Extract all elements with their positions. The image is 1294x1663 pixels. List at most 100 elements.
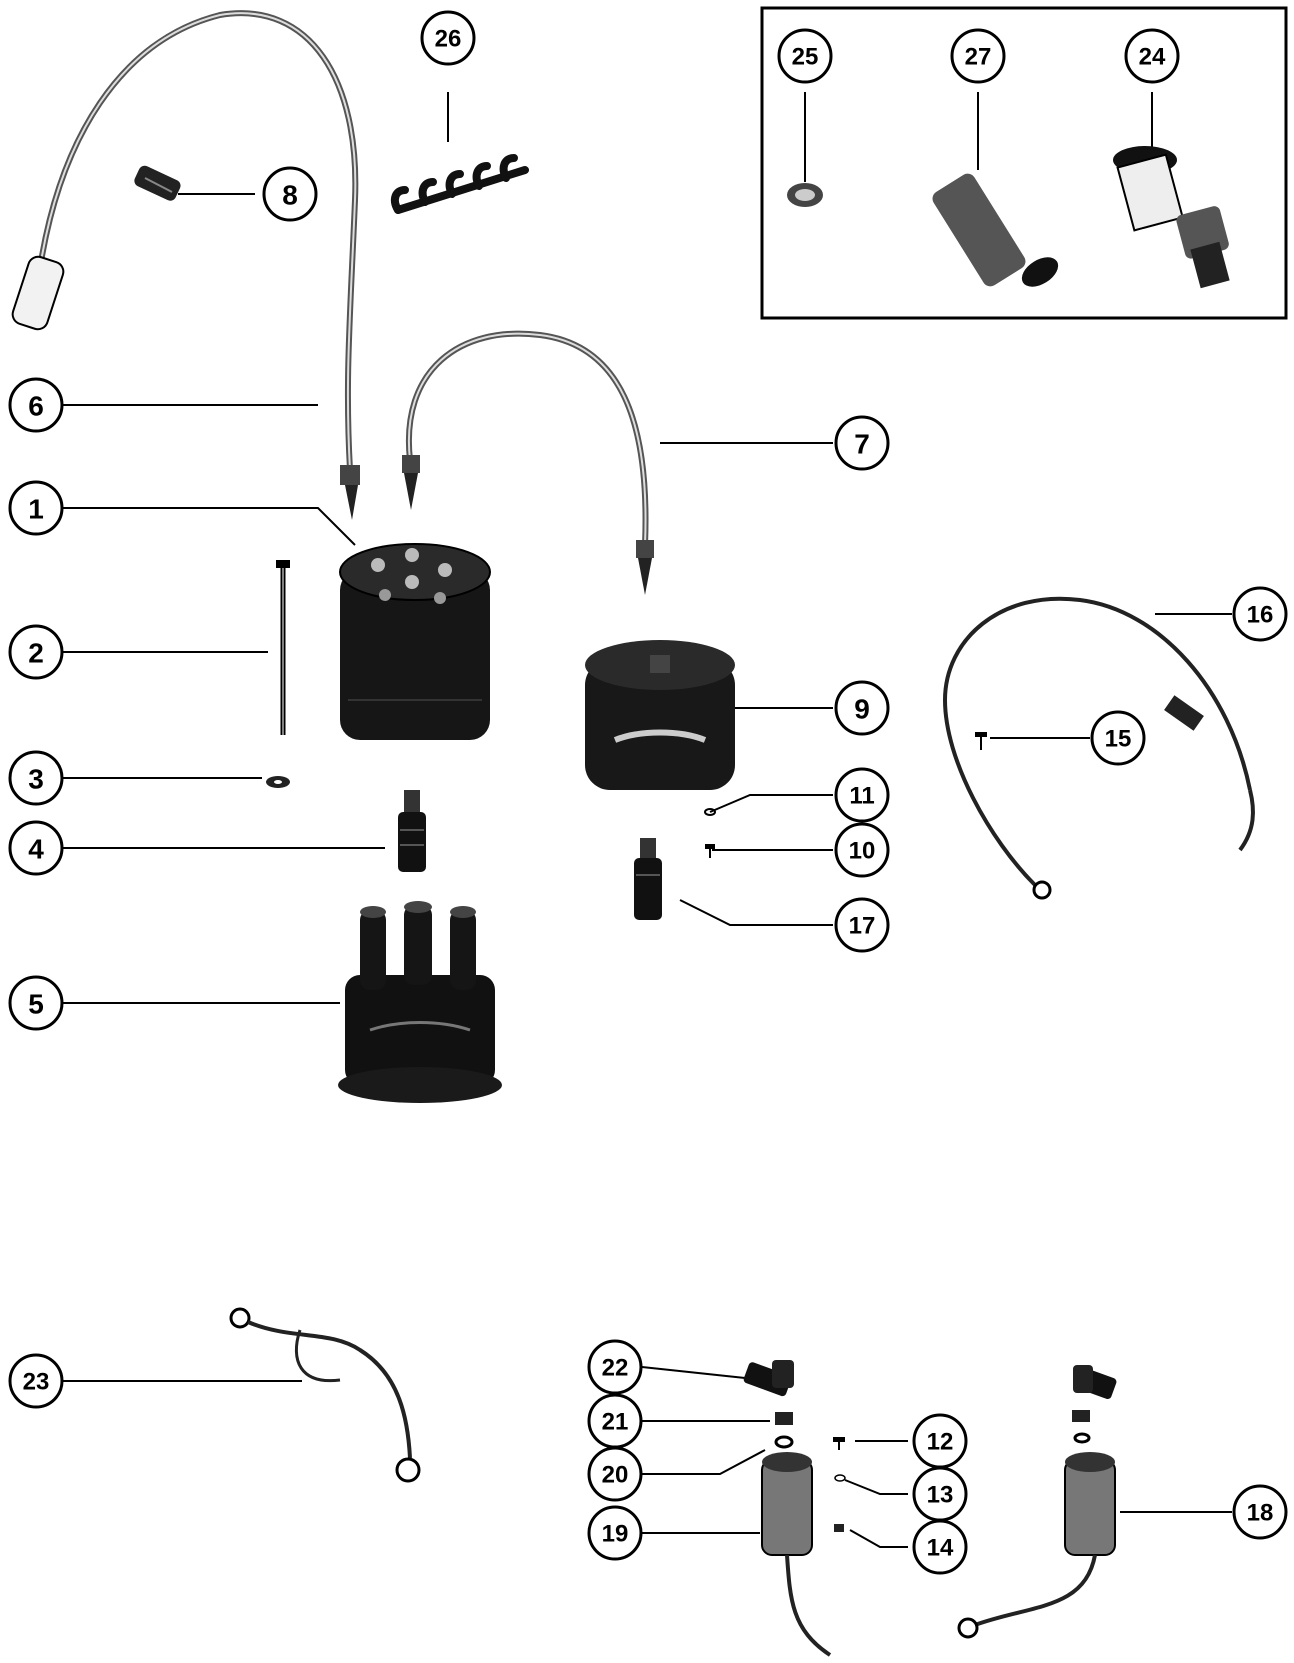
callout-label: 27 xyxy=(965,44,992,71)
condenser-nut xyxy=(834,1524,844,1532)
coil-cover xyxy=(585,640,735,790)
callout-4: 4 xyxy=(8,820,64,876)
callout-circle xyxy=(834,415,890,471)
callout-label: 8 xyxy=(282,180,298,211)
condenser-right xyxy=(957,1365,1117,1639)
callout-circle xyxy=(587,1339,643,1395)
callout-circle xyxy=(834,767,890,823)
terminal-boot xyxy=(398,790,426,872)
condenser-screw xyxy=(833,1437,845,1450)
leader-lines xyxy=(62,92,1232,1548)
callout-circle xyxy=(8,750,64,806)
callout-25: 25 xyxy=(777,28,833,84)
callout-label: 14 xyxy=(927,1535,954,1562)
callout-circle xyxy=(8,975,64,1031)
callout-label: 24 xyxy=(1139,44,1166,71)
small-screw xyxy=(705,844,715,858)
callout-13: 13 xyxy=(912,1466,968,1522)
callout-2: 2 xyxy=(8,624,64,680)
callout-12: 12 xyxy=(912,1413,968,1469)
ground-screw xyxy=(975,732,987,750)
resistor xyxy=(932,173,1059,287)
callout-circle xyxy=(420,10,476,66)
callout-label: 7 xyxy=(854,429,870,460)
lock-washer-left xyxy=(774,1435,794,1449)
callout-circle xyxy=(834,680,890,736)
ground-wire xyxy=(229,1307,421,1483)
high-tension-lead-short xyxy=(402,330,654,595)
callout-label: 26 xyxy=(435,26,462,53)
callout-circle xyxy=(262,166,318,222)
callout-circle xyxy=(587,1393,643,1449)
callout-circle xyxy=(8,377,64,433)
condenser-terminal-left xyxy=(743,1360,794,1397)
callout-7: 7 xyxy=(834,415,890,471)
callout-label: 18 xyxy=(1247,1500,1274,1527)
callout-label: 4 xyxy=(28,834,44,865)
callout-circle xyxy=(8,820,64,876)
callout-label: 6 xyxy=(28,391,44,422)
callout-16: 16 xyxy=(1232,586,1288,642)
callout-circle xyxy=(950,28,1006,84)
callout-label: 11 xyxy=(849,783,874,810)
callout-20: 20 xyxy=(587,1446,643,1502)
callout-label: 2 xyxy=(28,638,44,669)
rubber-sleeve xyxy=(134,165,181,201)
washer xyxy=(266,776,290,788)
callout-26: 26 xyxy=(420,10,476,66)
callout-label: 9 xyxy=(854,694,870,725)
callout-23: 23 xyxy=(8,1353,64,1409)
callout-11: 11 xyxy=(834,767,890,823)
callout-21: 21 xyxy=(587,1393,643,1449)
callout-label: 5 xyxy=(28,989,44,1020)
callout-6: 6 xyxy=(8,377,64,433)
callout-label: 13 xyxy=(927,1482,954,1509)
callout-22: 22 xyxy=(587,1339,643,1395)
callout-circle xyxy=(777,28,833,84)
lock-washer xyxy=(704,808,716,816)
callout-circle xyxy=(834,822,890,878)
callout-14: 14 xyxy=(912,1519,968,1575)
callout-9: 9 xyxy=(834,680,890,736)
callout-circle xyxy=(834,897,890,953)
long-screw xyxy=(276,560,290,735)
callout-circle xyxy=(1232,586,1288,642)
callout-label: 10 xyxy=(849,838,876,865)
callout-circle xyxy=(1124,28,1180,84)
callout-27: 27 xyxy=(950,28,1006,84)
callout-circle xyxy=(1232,1484,1288,1540)
ignition-coil xyxy=(339,543,491,740)
callout-circle xyxy=(1090,710,1146,766)
callout-5: 5 xyxy=(8,975,64,1031)
callout-label: 22 xyxy=(602,1355,629,1382)
callout-label: 1 xyxy=(28,494,44,525)
callout-3: 3 xyxy=(8,750,64,806)
ground-lead xyxy=(942,596,1255,900)
callout-label: 12 xyxy=(927,1429,954,1456)
callout-label: 23 xyxy=(23,1369,50,1396)
resistor-spacer xyxy=(787,183,823,207)
callout-circle xyxy=(8,1353,64,1409)
callout-label: 21 xyxy=(602,1409,629,1436)
callout-label: 25 xyxy=(792,44,819,71)
callout-label: 17 xyxy=(849,913,876,940)
wire-separator xyxy=(390,154,529,214)
terminal-boot-cover xyxy=(634,838,662,920)
inset-box xyxy=(760,6,1288,320)
callout-18: 18 xyxy=(1232,1484,1288,1540)
callout-24: 24 xyxy=(1124,28,1180,84)
nut-left xyxy=(775,1412,793,1425)
callout-label: 16 xyxy=(1247,602,1274,629)
callout-8: 8 xyxy=(262,166,318,222)
callout-label: 15 xyxy=(1105,726,1132,753)
condenser-lock-washer xyxy=(834,1474,846,1482)
callout-label: 19 xyxy=(602,1521,629,1548)
callout-label: 3 xyxy=(28,764,44,795)
callout-circle xyxy=(912,1519,968,1575)
condenser-left xyxy=(761,1452,832,1657)
callout-15: 15 xyxy=(1090,710,1146,766)
callout-19: 19 xyxy=(587,1505,643,1561)
callouts: 1234567891011121314151617181920212223242… xyxy=(8,10,1288,1575)
callout-1: 1 xyxy=(8,480,64,536)
